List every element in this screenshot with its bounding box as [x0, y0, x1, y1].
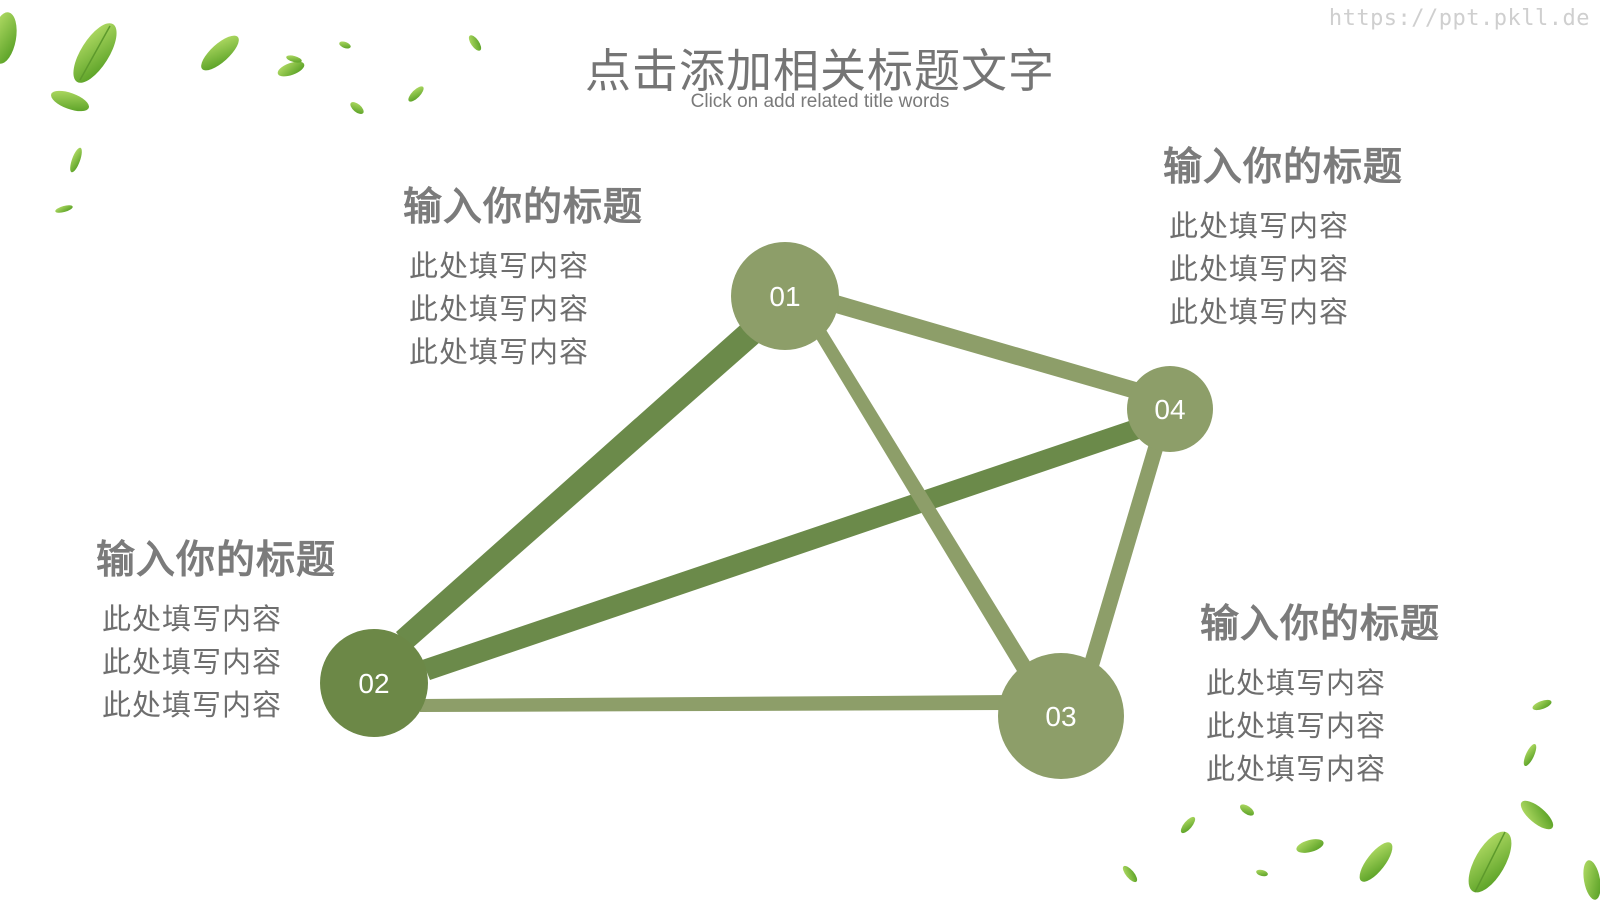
- text-block-03-title: 输入你的标题: [1200, 602, 1441, 647]
- text-block-01-line-2: 此处填写内容: [409, 292, 590, 326]
- node-03: 03: [998, 653, 1124, 779]
- slide-title: 点击添加相关标题文字: [585, 44, 1055, 98]
- text-block-04-title: 输入你的标题: [1163, 145, 1404, 190]
- slide-subtitle: Click on add related title words: [690, 91, 950, 112]
- node-01: 01: [731, 242, 839, 350]
- node-03-circle: [998, 653, 1124, 779]
- text-block-01-line-1: 此处填写内容: [409, 249, 590, 283]
- edge-01-02: [396, 320, 760, 650]
- edge-01-04: [825, 293, 1150, 402]
- text-block-02-line-3: 此处填写内容: [102, 688, 283, 722]
- edge-01-03: [808, 320, 1040, 686]
- node-02: 02: [320, 629, 428, 737]
- text-block-01: 输入你的标题 此处填写内容 此处填写内容 此处填写内容: [403, 185, 643, 374]
- text-block-01-title: 输入你的标题: [403, 185, 644, 230]
- edge-02-04: [422, 418, 1145, 680]
- edge-02-03: [420, 695, 1010, 712]
- text-block-03-line-1: 此处填写内容: [1206, 666, 1387, 700]
- node-04-label: 04: [1154, 394, 1185, 425]
- text-block-04-line-1: 此处填写内容: [1169, 209, 1350, 243]
- node-04: 04: [1127, 366, 1213, 452]
- text-block-03-line-2: 此处填写内容: [1206, 709, 1387, 743]
- text-block-04-line-3: 此处填写内容: [1169, 295, 1350, 329]
- slide-title-block: 点击添加相关标题文字 Click on add related title wo…: [0, 44, 1600, 112]
- watermark-url: https://ppt.pkll.de: [1328, 6, 1590, 31]
- edge-04-03: [1080, 420, 1170, 680]
- text-block-04: 输入你的标题 此处填写内容 此处填写内容 此处填写内容: [1163, 145, 1403, 334]
- node-01-circle: [731, 242, 839, 350]
- text-block-04-line-2: 此处填写内容: [1169, 252, 1350, 286]
- text-block-01-line-3: 此处填写内容: [409, 335, 590, 369]
- text-block-03: 输入你的标题 此处填写内容 此处填写内容 此处填写内容: [1200, 602, 1440, 791]
- node-02-label: 02: [358, 668, 389, 699]
- text-block-02-title: 输入你的标题: [96, 538, 337, 583]
- node-01-label: 01: [769, 281, 800, 312]
- node-04-circle: [1127, 366, 1213, 452]
- text-block-02-line-2: 此处填写内容: [102, 645, 283, 679]
- text-block-02: 输入你的标题 此处填写内容 此处填写内容 此处填写内容: [96, 538, 336, 727]
- node-02-circle: [320, 629, 428, 737]
- text-block-03-line-3: 此处填写内容: [1206, 752, 1387, 786]
- node-03-label: 03: [1045, 701, 1076, 732]
- text-block-02-line-1: 此处填写内容: [102, 602, 283, 636]
